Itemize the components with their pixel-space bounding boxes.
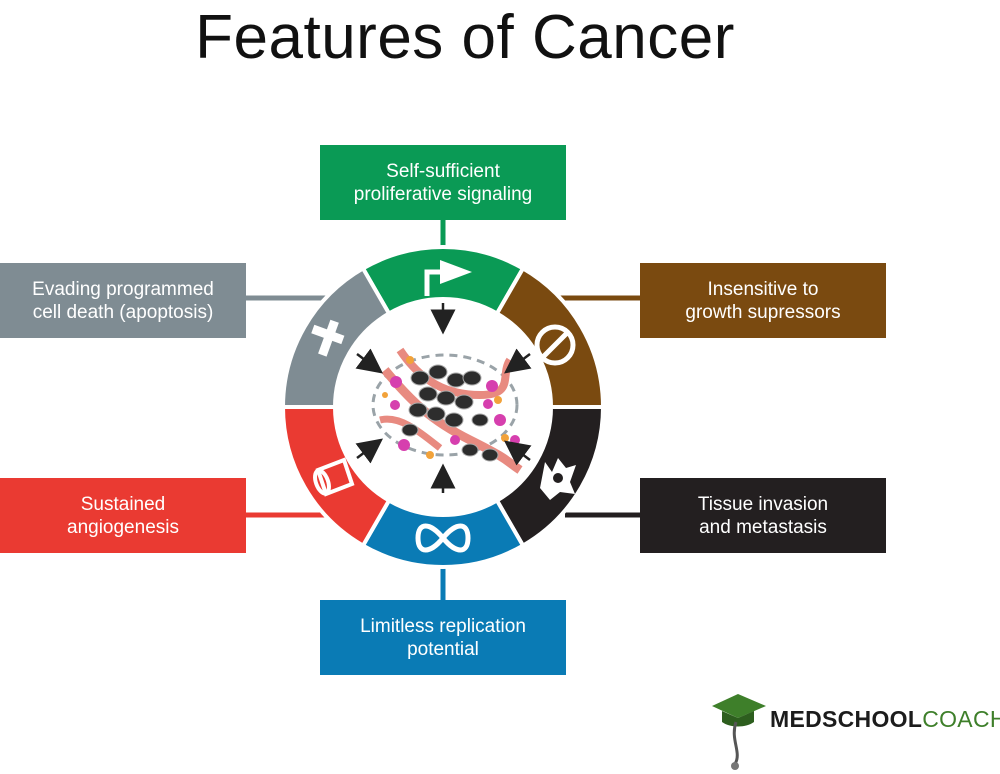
feature-label-line2: and metastasis xyxy=(699,516,827,538)
page-title: Features of Cancer xyxy=(195,3,735,72)
feature-label-line2: proliferative signaling xyxy=(353,183,533,205)
infinity-icon xyxy=(415,523,471,553)
feature-label-line2: potential xyxy=(407,638,479,660)
feature-label-line1: Limitless replication xyxy=(360,615,526,637)
logo-text-coach: COACH xyxy=(922,706,1000,732)
feature-label-line2: angiogenesis xyxy=(67,516,179,538)
feature-label-line2: growth supressors xyxy=(685,301,841,323)
feature-label-line2: cell death (apoptosis) xyxy=(32,301,214,323)
prohibited-icon xyxy=(534,324,576,366)
logo-text-medschool: MEDSCHOOL xyxy=(770,706,923,732)
hallmarks-ring xyxy=(280,245,606,569)
blood-vessel-icon xyxy=(313,457,355,497)
feature-label-line1: Self-sufficient xyxy=(386,160,500,182)
inward-arrows xyxy=(355,303,532,493)
medschoolcoach-logo: MEDSCHOOLCOACH xyxy=(770,706,1000,733)
graduation-cap-stethoscope-icon xyxy=(712,694,766,770)
bent-arrow-icon xyxy=(424,260,472,296)
invasive-cell-icon xyxy=(540,458,576,500)
cross-icon xyxy=(311,319,345,357)
feature-label-line1: Tissue invasion xyxy=(697,493,829,515)
feature-label-line1: Sustained xyxy=(80,493,166,515)
feature-label-line1: Insensitive to xyxy=(707,278,819,300)
center-disk xyxy=(335,299,551,515)
feature-label-line1: Evading programmed xyxy=(32,278,214,300)
